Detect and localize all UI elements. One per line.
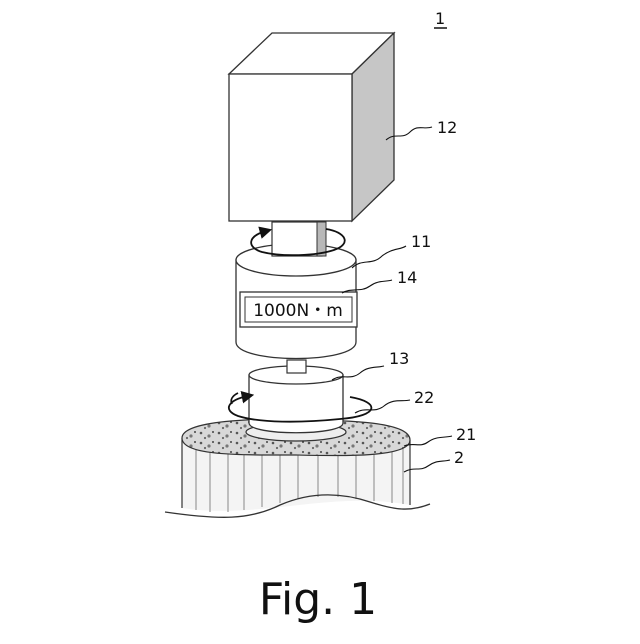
socket-cylinder (246, 360, 346, 441)
torque-sensor: 1000N・m (236, 244, 357, 359)
ref-12-motor: 12 (437, 118, 457, 137)
figure-number: 1 (435, 9, 445, 28)
display-reading: 1000N・m (253, 301, 343, 321)
figure-caption: Fig. 1 (259, 574, 377, 625)
ref-11-torque-sensor: 11 (411, 232, 431, 251)
drive-shaft (272, 222, 326, 256)
ref-22-rotation: 22 (414, 388, 434, 407)
ref-2-base: 2 (454, 448, 464, 467)
motor-box (229, 33, 394, 221)
ref-14-display: 14 (397, 268, 417, 287)
ref-13-socket: 13 (389, 349, 409, 368)
ref-21-top-surface: 21 (456, 425, 476, 444)
